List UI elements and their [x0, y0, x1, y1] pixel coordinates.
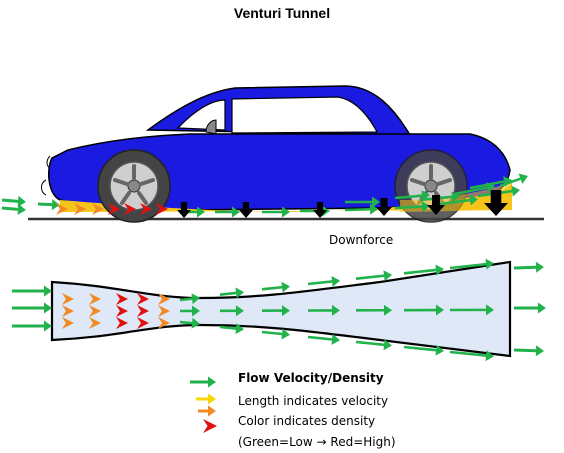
- flow-arrow-icon: [219, 305, 244, 317]
- flow-arrow-icon: [513, 261, 544, 273]
- flow-arrow-icon: [345, 196, 380, 208]
- flow-arrow-icon: [179, 305, 200, 317]
- legend-heading: Flow Velocity/Density: [238, 371, 384, 385]
- downforce-arrow-icon: [177, 202, 191, 218]
- flow-arrow-icon: [261, 281, 290, 293]
- flow-chevron-icon: [158, 305, 170, 317]
- flow-arrow-icon: [403, 264, 444, 276]
- flow-chevron-icon: [116, 305, 128, 317]
- flow-arrow-icon: [219, 323, 244, 335]
- flow-arrow-icon: [449, 258, 494, 270]
- flow-arrow-icon: [179, 293, 200, 305]
- downforce-arrow-icon: [484, 190, 508, 216]
- flow-chevron-icon: [137, 293, 149, 305]
- flow-chevron-icon: [116, 293, 128, 305]
- flow-chevron-icon: [74, 203, 86, 215]
- flow-arrow-icon: [215, 206, 240, 218]
- flow-chevron-icon: [89, 293, 101, 305]
- flow-arrow-icon: [403, 304, 444, 316]
- flow-chevron-icon: [56, 203, 68, 215]
- flow-chevron-icon: [89, 305, 101, 317]
- flow-arrow-icon: [307, 333, 340, 345]
- flow-arrow-icon: [514, 302, 546, 314]
- flow-arrow-icon: [355, 270, 392, 282]
- downforce-arrows: [177, 190, 508, 218]
- flow-arrow-icon: [499, 173, 528, 188]
- downforce-arrow-icon: [313, 202, 327, 218]
- flow-chevron-icon: [140, 203, 152, 215]
- flow-arrow-icon: [37, 199, 60, 211]
- flow-arrow-icon: [262, 206, 290, 218]
- legend-line-density: Color indicates density: [238, 414, 376, 428]
- flow-chevron-icon: [158, 317, 170, 329]
- flow-arrow-icon: [449, 304, 494, 316]
- flow-arrow-icon: [394, 200, 430, 212]
- flow-arrow-icon: [12, 285, 52, 297]
- legend-arrows: [190, 376, 217, 433]
- flow-arrow-icon: [355, 339, 392, 351]
- flow-arrow-icon: [198, 405, 216, 417]
- flow-chevron-icon: [156, 203, 168, 215]
- flow-arrow-icon: [513, 345, 544, 357]
- legend-line-scale: (Green=Low → Red=High): [238, 435, 396, 449]
- diagram-title: Venturi Tunnel: [233, 5, 331, 21]
- flow-arrow-icon: [439, 194, 478, 206]
- flow-arrow-icon: [1, 203, 26, 215]
- flow-arrow-icon: [403, 344, 444, 356]
- flow-arrow-icon: [355, 304, 392, 316]
- flow-arrow-icon: [307, 275, 340, 287]
- flow-chevron-icon: [203, 419, 217, 433]
- venturi-tunnel: [50, 260, 512, 358]
- flow-chevron-icon: [62, 293, 74, 305]
- flow-arrow-icon: [261, 328, 290, 340]
- flow-chevron-icon: [137, 317, 149, 329]
- downforce-arrow-icon: [427, 195, 445, 215]
- flow-chevron-icon: [158, 293, 170, 305]
- flow-arrow-icon: [179, 317, 200, 329]
- flow-chevron-icon: [62, 305, 74, 317]
- flow-arrow-icon: [261, 305, 290, 317]
- downforce-label: Downforce: [329, 233, 394, 247]
- flow-arrow-icon: [219, 287, 244, 299]
- flow-chevron-icon: [137, 305, 149, 317]
- downforce-arrow-icon: [239, 202, 253, 218]
- flow-chevron-icon: [108, 203, 120, 215]
- flow-arrow-icon: [12, 320, 52, 332]
- flow-arrow-icon: [449, 350, 494, 362]
- downforce-arrow-icon: [376, 198, 392, 216]
- flow-arrow-icon: [307, 304, 340, 316]
- flow-arrow-icon: [12, 302, 52, 314]
- flow-chevron-icon: [89, 317, 101, 329]
- flow-chevron-icon: [124, 203, 136, 215]
- legend-line-velocity: Length indicates velocity: [238, 394, 389, 408]
- flow-chevron-icon: [92, 203, 104, 215]
- tunnel-flow-arrows: [12, 258, 546, 362]
- flow-arrow-icon: [190, 376, 216, 388]
- flow-arrow-icon: [344, 203, 378, 215]
- flow-arrow-icon: [1, 195, 26, 207]
- flow-chevron-icon: [116, 317, 128, 329]
- front-wheel-icon: [97, 149, 171, 223]
- flow-chevron-icon: [62, 317, 74, 329]
- flow-arrow-icon: [196, 393, 216, 405]
